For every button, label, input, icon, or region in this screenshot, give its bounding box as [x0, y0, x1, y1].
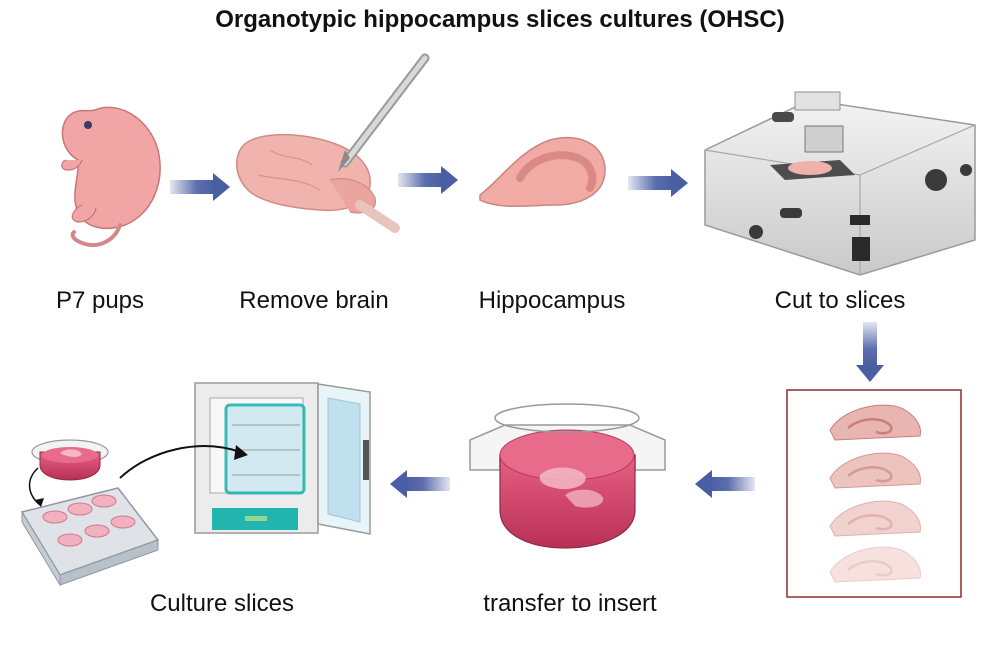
step-label-p7-pups: P7 pups [55, 287, 145, 314]
step-label-remove-brain: Remove brain [239, 287, 389, 314]
slice-4 [829, 546, 921, 583]
culture-insert-icon [469, 403, 666, 549]
vibratome-icon [704, 91, 976, 276]
multiwell-plate-icon [20, 439, 160, 587]
step-label-hippocampus: Hippocampus [478, 287, 626, 314]
incubator-icon [194, 382, 371, 535]
flow-arrow-3 [628, 169, 688, 197]
flow-arrow-6-left [390, 470, 450, 498]
flow-arrow-4-down [856, 322, 884, 382]
step-label-cut-to-slices: Cut to slices [774, 287, 906, 314]
flow-arrow-2 [398, 166, 458, 194]
flow-arrow-1 [170, 173, 230, 201]
mouse-pup-icon [61, 106, 161, 247]
flow-arrow-5-left [695, 470, 755, 498]
brain-with-scalpel-icon [235, 53, 430, 233]
slice-3 [829, 500, 921, 537]
step-label-transfer-to-insert: transfer to insert [483, 590, 657, 617]
hippocampal-slices-panel [786, 389, 962, 598]
curved-arrow-head [234, 445, 248, 460]
hippocampus-icon [479, 136, 606, 207]
step-label-culture-slices: Culture slices [149, 590, 295, 617]
diagram-title: Organotypic hippocampus slices cultures … [215, 6, 785, 33]
slice-1 [829, 404, 921, 441]
slice-2 [829, 452, 921, 489]
